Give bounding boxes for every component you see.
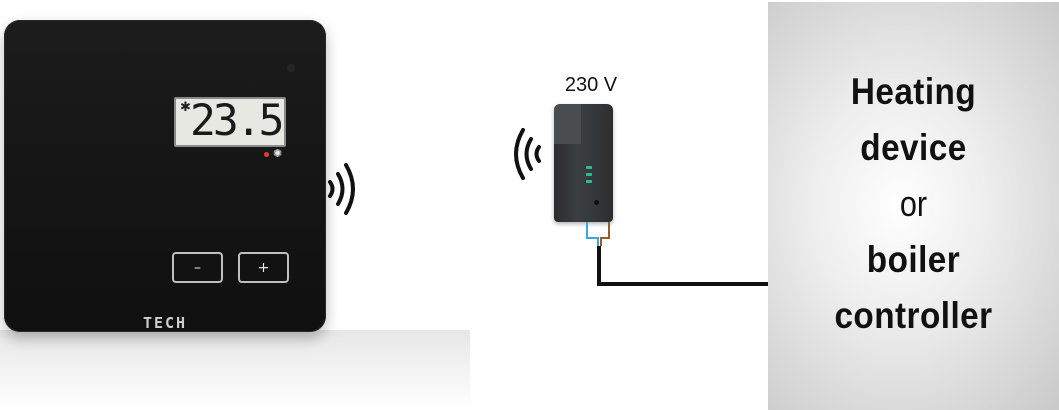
receiver-led — [586, 180, 592, 183]
heating-device-panel: Heating device or boiler controller — [768, 2, 1059, 410]
label-line-device: device — [860, 127, 967, 168]
snowflake-icon: ✱ — [180, 100, 191, 115]
label-line-boiler: boiler — [866, 239, 961, 280]
wireless-signal-icon — [328, 163, 355, 215]
minus-button[interactable]: – — [172, 252, 223, 283]
plus-button[interactable]: + — [238, 252, 289, 283]
label-line-or: or — [899, 183, 928, 224]
voltage-label: 230 V — [564, 74, 618, 96]
room-thermostat: ✱ 23.5 ✺ – + TECH — [4, 20, 326, 332]
receiver-top-step — [554, 104, 581, 144]
temperature-readout: 23.5 — [190, 96, 285, 146]
brand-logo: TECH — [142, 314, 188, 332]
receiver-status-leds — [586, 166, 592, 187]
label-line-heating: Heating — [850, 71, 977, 112]
wireless-signal-icon — [514, 128, 541, 180]
light-sensor — [287, 64, 295, 72]
label-line-controller: controller — [834, 295, 993, 336]
sun-icon: ✺ — [273, 147, 283, 160]
receiver-led — [586, 173, 592, 176]
status-led-red — [264, 152, 269, 157]
heating-device-label: Heating device or boiler controller — [768, 64, 1059, 344]
receiver-led — [586, 166, 592, 169]
receiver-button — [594, 200, 599, 205]
lcd-display: ✱ 23.5 — [174, 96, 286, 147]
floor-shadow — [0, 330, 470, 410]
